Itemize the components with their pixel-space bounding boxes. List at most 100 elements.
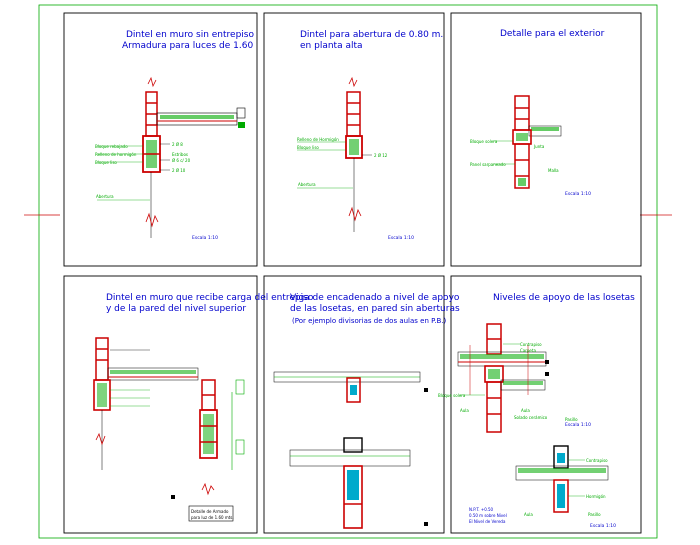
detail-lintel-concrete	[203, 414, 214, 454]
anchor-mark	[235, 379, 245, 395]
note-bloque-liso: Bloque liso	[95, 160, 117, 165]
panel-2: Dintel para abertura de 0.80 m. en plant…	[297, 30, 443, 241]
panel-1: Dintel en muro sin entrepiso Armadura pa…	[95, 30, 254, 241]
panel-5-title-line-2: de las losetas, en pared sin aberturas	[290, 304, 460, 314]
panel-6-title: Niveles de apoyo de las losetas	[493, 293, 635, 303]
bond-beam-core	[350, 385, 357, 395]
break-line	[95, 432, 106, 446]
panel-2-title-line-1: Dintel para abertura de 0.80 m.	[300, 30, 443, 40]
panel-frame-1	[63, 12, 258, 267]
beam-body	[343, 465, 363, 529]
panel-4: Dintel en muro que recibe carga del entr…	[93, 293, 314, 522]
break-line	[348, 76, 358, 88]
floor-slab	[156, 112, 238, 126]
panel-4-title-line-1: Dintel en muro que recibe carga del entr…	[106, 293, 314, 303]
detail-lintel	[199, 409, 218, 459]
marker-square	[545, 360, 549, 364]
break-line	[145, 212, 159, 228]
slab-fill	[531, 127, 559, 131]
panel-3: Detalle para el exterior Bloque solera P…	[470, 29, 605, 197]
bond-beam-concrete	[488, 369, 500, 379]
panel-frame-2	[263, 12, 445, 267]
note-pasillo-lower: Pasillo	[588, 512, 601, 517]
beam-top	[343, 437, 363, 453]
note-solado: Solado cerámico	[514, 415, 548, 420]
brick-wall-lower	[486, 381, 502, 433]
note-contrapiso: Contrapiso	[520, 342, 542, 347]
marker-square	[424, 522, 428, 526]
note-pasillo: Pasillo	[565, 417, 578, 422]
note-2-phi-10: 2 Ø 10	[172, 168, 186, 173]
note-detalle-armado: Detalle de Armado	[191, 509, 229, 514]
note-junta: Junta	[533, 144, 545, 149]
panel-2-scale: Escala 1:10	[388, 235, 414, 241]
floor-slab	[528, 125, 562, 137]
note-2-phi-12: 2 Ø 12	[374, 153, 388, 158]
note-panel: Panel sarpaneado	[470, 162, 506, 167]
panel-frame-3	[450, 12, 642, 267]
panel-4-title-line-2: y de la pared del nivel superior	[106, 304, 246, 314]
panel-1-title-line-1: Dintel en muro sin entrepiso	[126, 30, 254, 40]
break-line	[201, 482, 215, 496]
slab-fill	[460, 354, 544, 359]
note-nivel-vereda: El Nivel de Vereda	[469, 519, 506, 524]
panel-5: Viga de encadenado a nivel de apoyo de l…	[273, 293, 460, 529]
panel-frame-4	[63, 275, 258, 534]
note-sobre-nivel: 0.50 m sobre Nivel	[469, 513, 507, 518]
slab-fill	[110, 370, 196, 374]
marker-square	[424, 388, 428, 392]
note-abertura: Abertura	[298, 182, 316, 187]
floor-slab	[107, 367, 199, 381]
reference-box	[188, 505, 234, 522]
note-bloque-solera: Bloque solera	[438, 393, 466, 398]
panel-2-title-line-2: en planta alta	[300, 41, 363, 51]
note-aula-left: Aula	[460, 408, 469, 413]
slab-fill	[518, 468, 606, 473]
bond-beam	[346, 377, 361, 403]
note-bloque-solera: Bloque solera	[470, 139, 498, 144]
cell-fill	[518, 178, 526, 186]
column-core	[557, 453, 565, 463]
marker-square	[545, 372, 549, 376]
panel-6-scale-upper: Escala 1:10	[565, 422, 591, 428]
lower-slab	[500, 379, 546, 391]
lower-slab-fill	[503, 381, 543, 385]
panel-1-scale: Escala 1:10	[192, 235, 218, 241]
note-estribos-spacing: Ø 6 c/ 20	[172, 158, 191, 163]
note-malla: Malla	[548, 168, 559, 173]
note-aula-lower: Aula	[524, 512, 533, 517]
note-aula-right: Aula	[521, 408, 530, 413]
slab-end-block	[236, 107, 246, 119]
panel-5-subtitle: (Por ejemplo divisorias de dos aulas en …	[292, 317, 447, 325]
panel-6: Niveles de apoyo de las losetas Contrapi…	[438, 293, 635, 529]
beam-concrete	[347, 470, 359, 500]
panel-3-scale: Escala 1:10	[565, 191, 591, 197]
panel-5-title-line-1: Viga de encadenado a nivel de apoyo	[290, 293, 460, 303]
note-carpeta: Carpeta	[520, 348, 536, 353]
panel-1-title-line-2: Armadura para luces de 1.60	[122, 41, 253, 51]
bond-beam-concrete	[516, 133, 528, 141]
brick-wall	[95, 337, 109, 381]
lintel-concrete	[349, 139, 359, 155]
anchor-mark	[235, 439, 245, 455]
panel-6-scale-lower: Escala 1:10	[590, 523, 616, 529]
note-estribos: Estribos	[172, 152, 188, 157]
brick-wall-lower	[514, 143, 530, 189]
note-hormigon: Hormigón	[586, 494, 606, 499]
column-lower-core	[557, 484, 565, 508]
marker-square	[171, 495, 175, 499]
note-bloque-rebajado: Bloque rebajado	[95, 144, 128, 149]
note-2-phi-8: 2 Ø 8	[172, 142, 183, 147]
panel-frame-6	[450, 275, 642, 534]
slab-fill	[160, 115, 234, 119]
slab-end-mark	[238, 122, 245, 128]
panel-3-title: Detalle para el exterior	[500, 29, 605, 39]
note-bloque-liso: Bloque liso	[297, 145, 319, 150]
note-abertura: Abertura	[96, 194, 114, 199]
brick-wall-upper	[514, 95, 530, 131]
lintel-concrete	[97, 383, 107, 407]
note-luz: para luz de 1.60 mts.	[191, 515, 234, 520]
note-relleno-hormigon: Relleno de hormigón	[95, 152, 137, 157]
break-line	[147, 76, 157, 88]
